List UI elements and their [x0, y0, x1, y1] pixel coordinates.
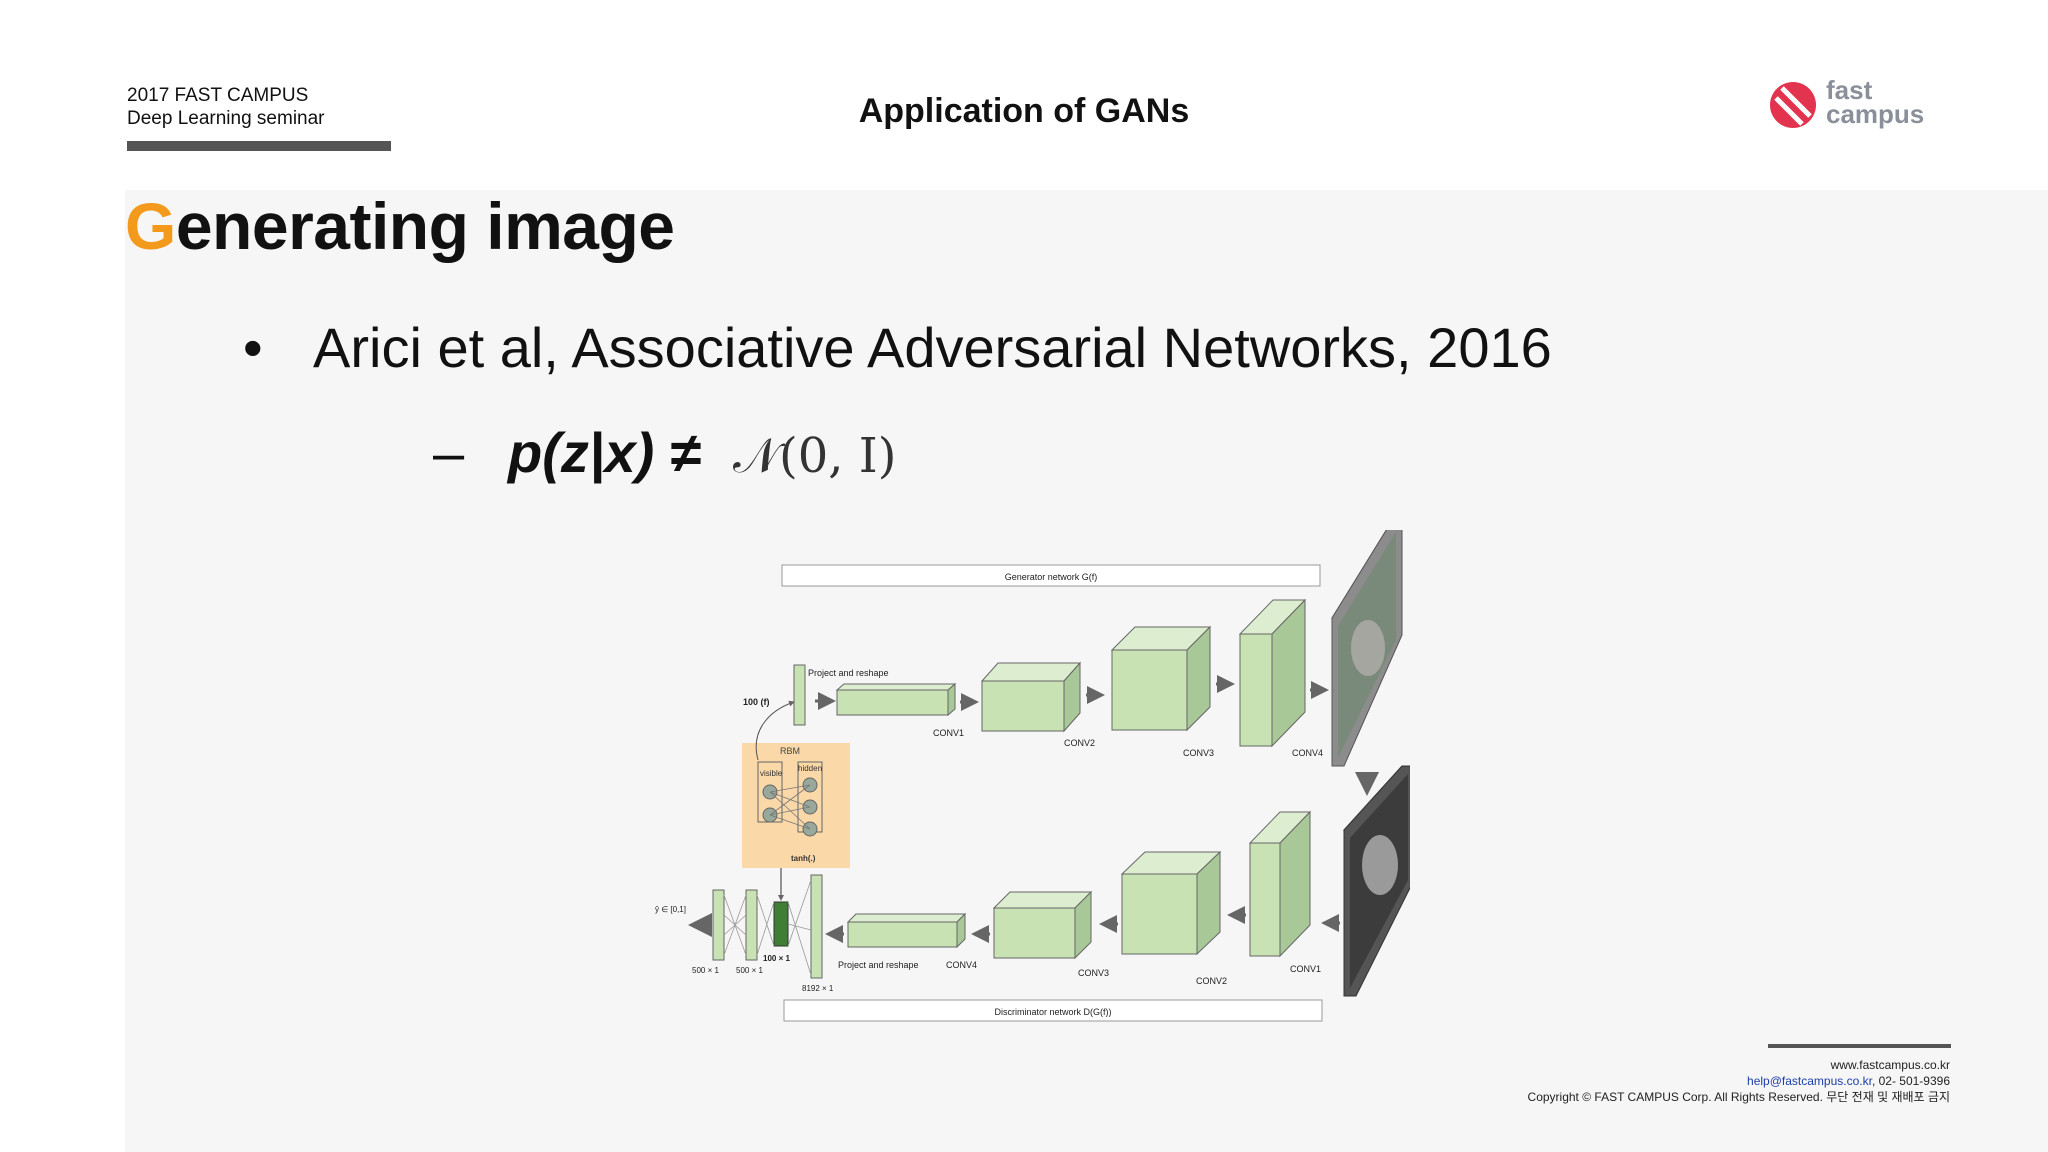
disc-block-conv1-side: [1279, 810, 1311, 958]
logo-wordmark: fast campus: [1826, 75, 1925, 129]
slide-title-rest: enerating image: [175, 189, 675, 263]
dense-connections: [723, 879, 812, 976]
rbm-visible-label: visible: [760, 769, 783, 778]
vector-500b: [745, 889, 758, 961]
conv4-bottom-label: CONV4: [946, 960, 977, 970]
footer-contact: help@fastcampus.co.kr, 02- 501-9396: [1528, 1073, 1950, 1089]
discriminator-label: Discriminator network D(G(f)): [994, 1007, 1111, 1017]
gen-block-conv2-side: [1186, 625, 1211, 732]
sub-bullet-dash: –: [433, 421, 465, 484]
rbm-label: RBM: [780, 746, 800, 756]
footer-website: www.fastcampus.co.kr: [1830, 1058, 1950, 1072]
seminar-label: 2017 FAST CAMPUS Deep Learning seminar: [127, 84, 325, 130]
gen-block-conv3-side: [1271, 598, 1306, 748]
rbm-connections: [769, 784, 811, 830]
output-label: ŷ ∈ [0,1]: [655, 905, 686, 914]
rbm-box: [742, 743, 850, 868]
generated-face-shape: [1351, 620, 1385, 676]
slide-title-initial: G: [125, 189, 176, 263]
logo-word-campus: campus: [1826, 99, 1925, 129]
slide-title: Generating image: [125, 188, 675, 264]
rbm-hidden-label: hidden: [798, 764, 822, 773]
conv4-top-label: CONV4: [1292, 748, 1323, 758]
conv2-bottom-label: CONV2: [1196, 976, 1227, 986]
seminar-year-line: 2017 FAST CAMPUS: [127, 85, 309, 106]
size-500b-label: 500 × 1: [736, 966, 763, 975]
size-8192-label: 8192 × 1: [802, 984, 834, 993]
disc-block-conv2-side: [1196, 850, 1221, 956]
disc-block-conv3-top: [992, 891, 1093, 909]
gen-block-conv1-side: [1063, 661, 1081, 733]
gen-block-project-side: [947, 682, 956, 717]
footer-rule: [1768, 1044, 1951, 1048]
real-face-shape: [1362, 835, 1398, 895]
disc-block-project-top: [846, 913, 967, 923]
disc-block-project-side: [956, 912, 966, 949]
footer-email: help@fastcampus.co.kr: [1747, 1074, 1872, 1088]
footer-copyright: Copyright © FAST CAMPUS Corp. All Rights…: [1527, 1090, 1950, 1104]
header-title: Application of GANs: [858, 92, 1190, 130]
discriminator-label-box: [783, 999, 1323, 1022]
disc-block-conv2: [1121, 873, 1198, 955]
rbm-link-to-input: [755, 700, 795, 761]
header-accent-bar: [127, 141, 391, 151]
conv3-bottom-label: CONV3: [1078, 968, 1109, 978]
conv1-top-label: CONV1: [933, 728, 964, 738]
disc-block-conv3: [993, 907, 1076, 959]
formula-text: p(z|x) ≠: [508, 421, 701, 484]
gen-block-conv2: [1111, 649, 1188, 731]
input-vector: [793, 664, 806, 726]
disc-block-conv3-side: [1074, 890, 1092, 960]
footer-phone: , 02- 501-9396: [1871, 1074, 1950, 1088]
vector-8192: [810, 874, 823, 979]
project-top-label: Project and reshape: [808, 668, 889, 678]
size-100-label: 100 × 1: [763, 954, 790, 963]
generator-label: Generator network G(f): [1005, 572, 1098, 582]
bullet-marker: •: [243, 316, 263, 379]
vector-500a: [712, 889, 725, 961]
logo-word-fast: fast: [1826, 75, 1873, 105]
fastcampus-logo-icon: [1770, 82, 1816, 128]
gen-block-conv3: [1239, 633, 1273, 747]
conv1-bottom-label: CONV1: [1290, 964, 1321, 974]
gen-block-project-face: [836, 689, 949, 716]
disc-block-project: [847, 921, 958, 948]
footer: www.fastcampus.co.kr help@fastcampus.co.…: [1528, 1057, 1950, 1105]
disc-block-conv1: [1249, 842, 1281, 957]
aan-architecture-figure: Generator network G(f) 100 (f) Project a…: [655, 530, 1410, 1022]
gen-block-conv1: [981, 680, 1065, 732]
conv2-top-label: CONV2: [1064, 738, 1095, 748]
size-500a-label: 500 × 1: [692, 966, 719, 975]
gen-block-conv1-top: [980, 662, 1082, 682]
gen-block-project: [835, 683, 957, 691]
conv3-top-label: CONV3: [1183, 748, 1214, 758]
rbm-tanh-label: tanh(.): [791, 854, 816, 863]
vector-100: [773, 901, 789, 947]
bullet-text: Arici et al, Associative Adversarial Net…: [313, 316, 1552, 379]
slide-background: [125, 190, 2048, 1152]
fastcampus-logo: fast campus: [1768, 75, 1936, 134]
input-label: 100 (f): [743, 697, 770, 707]
seminar-name-line: Deep Learning seminar: [127, 108, 325, 129]
generator-label-box: [781, 564, 1321, 587]
project-bottom-label: Project and reshape: [838, 960, 919, 970]
normal-distribution-formula: 𝒩(0, I): [733, 428, 897, 484]
